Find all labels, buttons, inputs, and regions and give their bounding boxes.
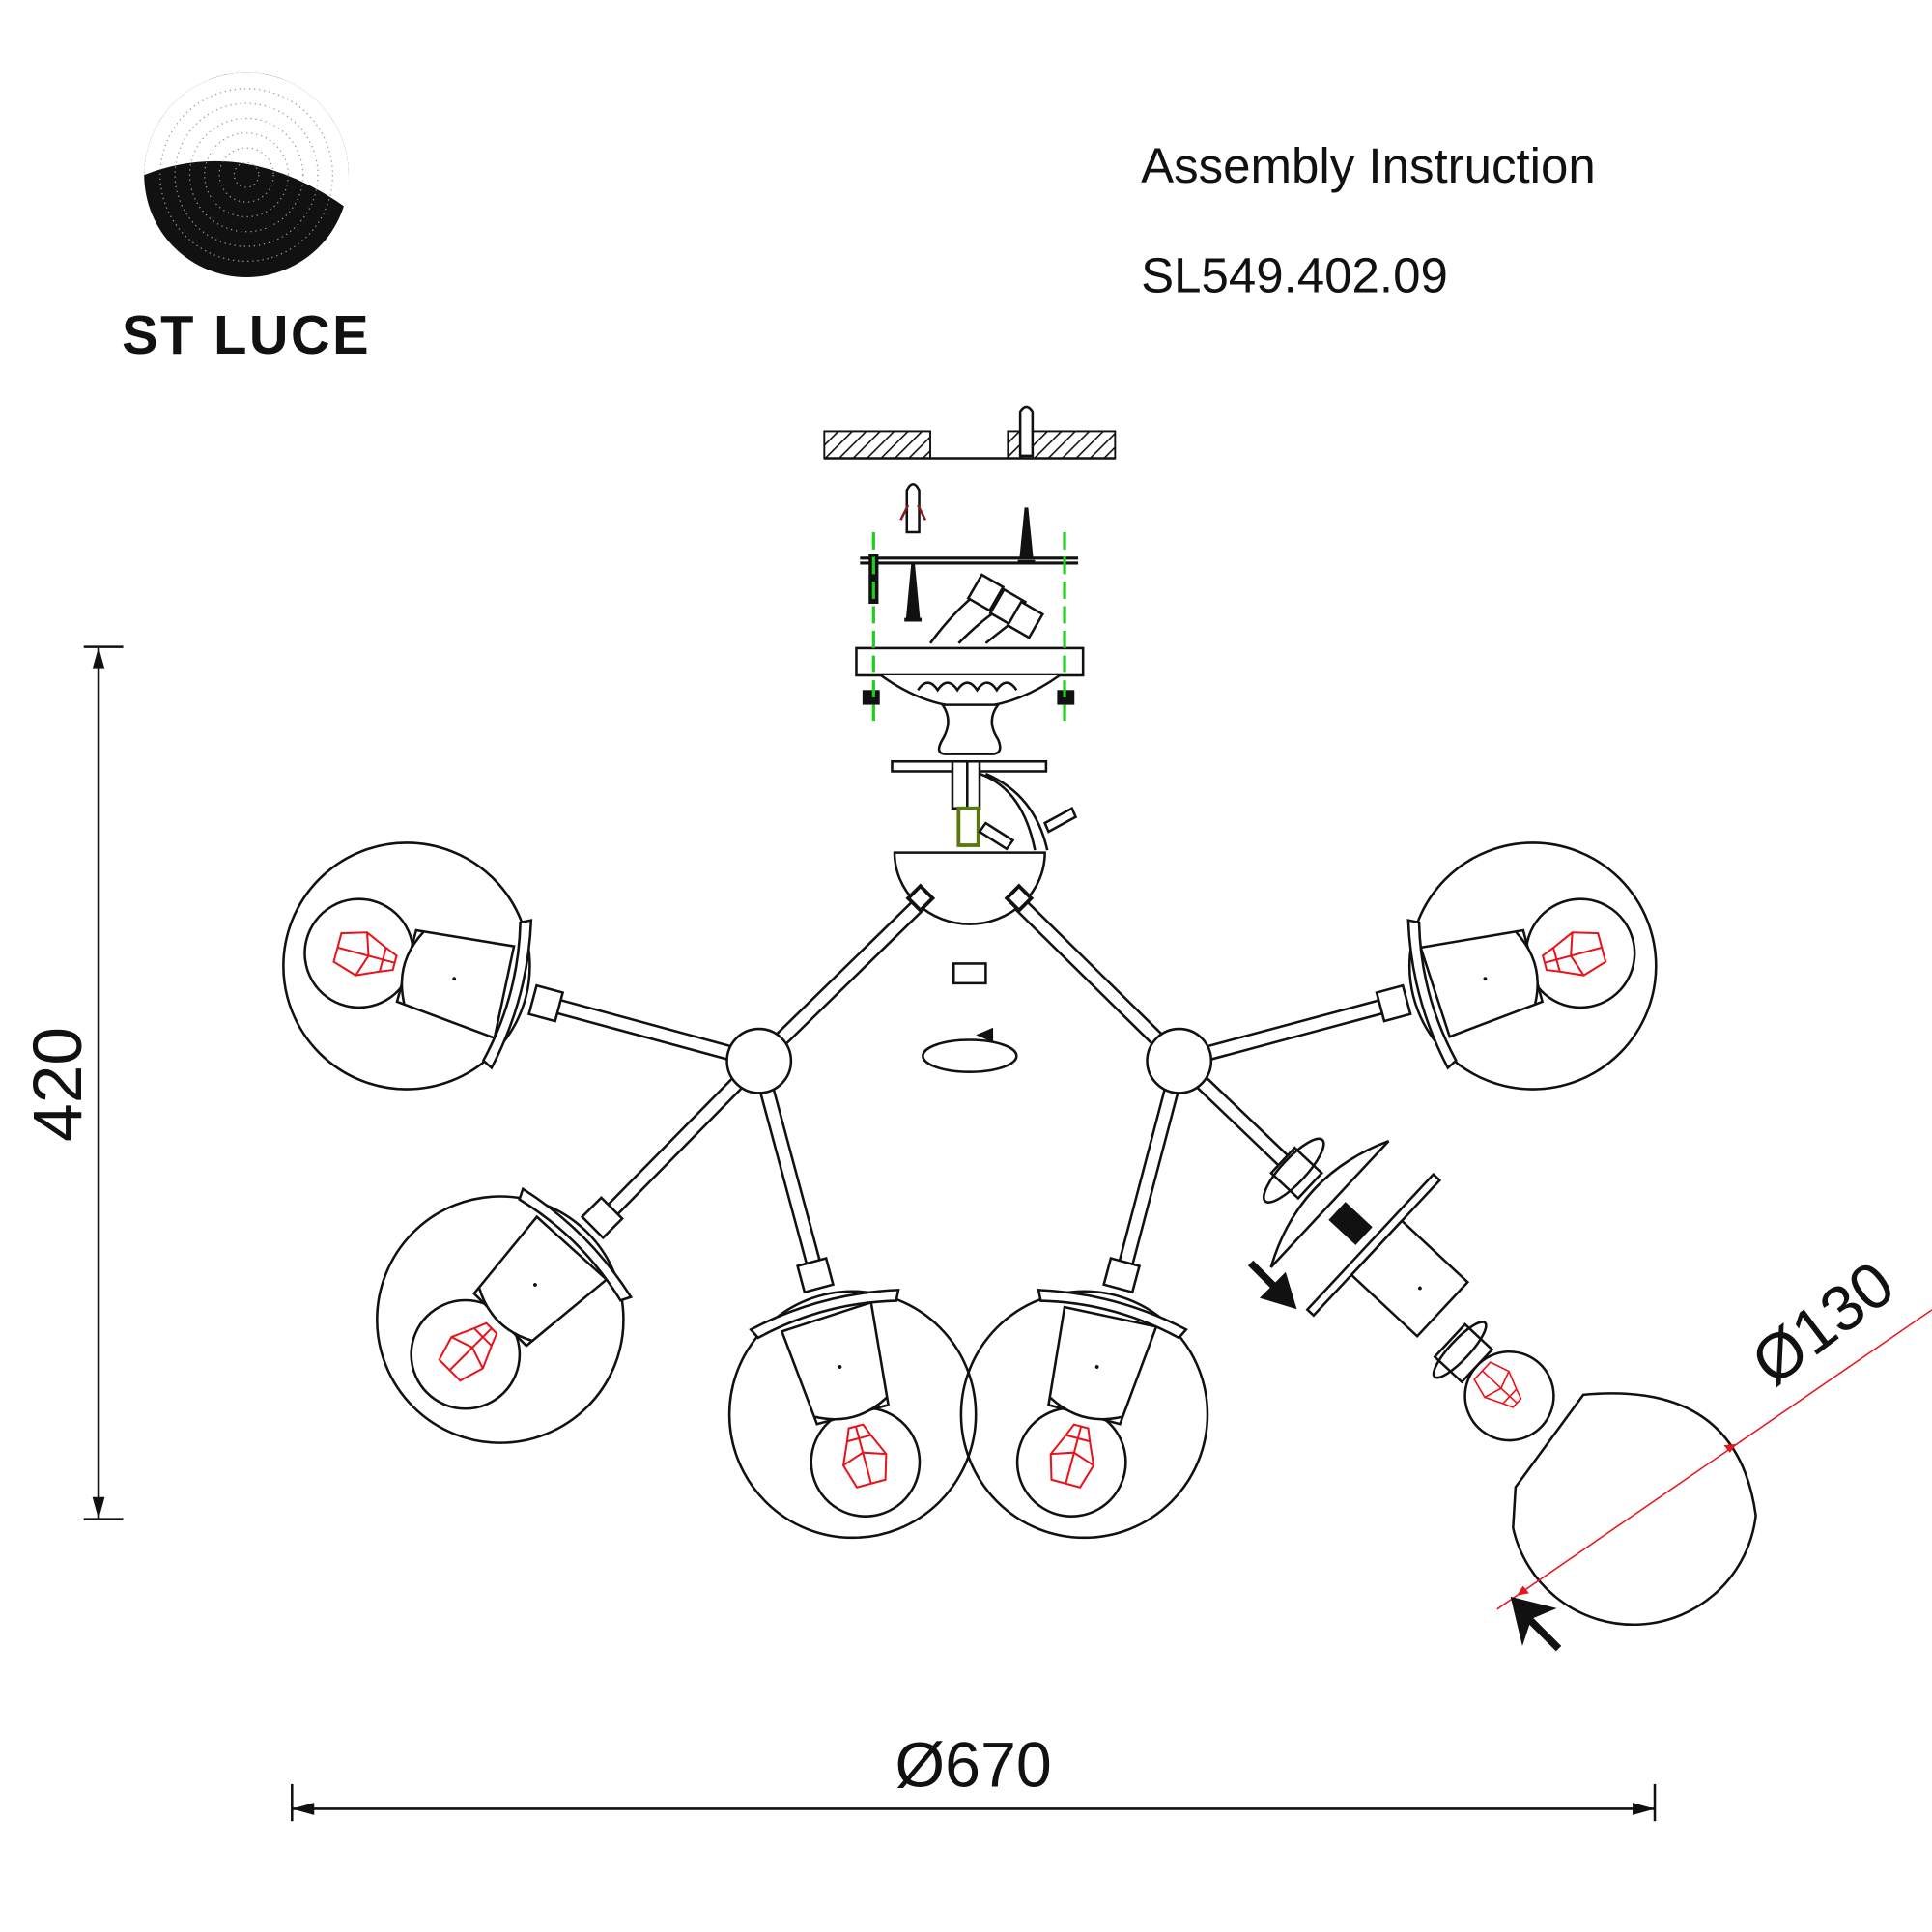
wall-plug-icon: [905, 483, 921, 534]
canopy: [855, 646, 1085, 677]
rotate-icon: [922, 1027, 1018, 1073]
exploded-globe: Ø130: [1496, 1248, 1932, 1652]
globe-light: [959, 1242, 1209, 1540]
globe-light: [1361, 841, 1658, 1091]
arms: [552, 895, 1389, 1274]
brand-logo: ST LUCE: [122, 72, 371, 365]
model-number: SL549.402.09: [1141, 247, 1448, 302]
globe-light: [282, 841, 579, 1091]
down-arrow-icon: [1247, 1260, 1297, 1310]
globe-diameter-label: Ø130: [1739, 1248, 1907, 1400]
terminal-block: [928, 573, 1045, 644]
exploded-bulb: [1432, 1321, 1555, 1442]
height-label: 420: [19, 1027, 97, 1142]
globe-light: [727, 1242, 978, 1540]
diameter-dimension: Ø670: [291, 1729, 1657, 1822]
screw-icon: [1017, 507, 1036, 564]
exploded-socket: [1262, 1137, 1470, 1339]
height-dimension: 420: [19, 645, 124, 1520]
dimension-line: [1496, 1309, 1932, 1610]
screw-icon: [904, 564, 923, 622]
diameter-label: Ø670: [895, 1729, 1052, 1801]
document-title: Assembly Instruction: [1141, 138, 1596, 193]
mounting-bracket: [860, 556, 1079, 565]
brand-name: ST LUCE: [122, 304, 371, 365]
wall-plug-icon: [1018, 405, 1035, 458]
ceiling-mount: [823, 405, 1117, 851]
arm-joint: [1146, 1027, 1213, 1094]
central-hub: [893, 851, 1046, 925]
globe-light: [373, 1154, 666, 1447]
arm-joint: [725, 1027, 793, 1094]
up-arrow-icon: [1510, 1596, 1562, 1652]
